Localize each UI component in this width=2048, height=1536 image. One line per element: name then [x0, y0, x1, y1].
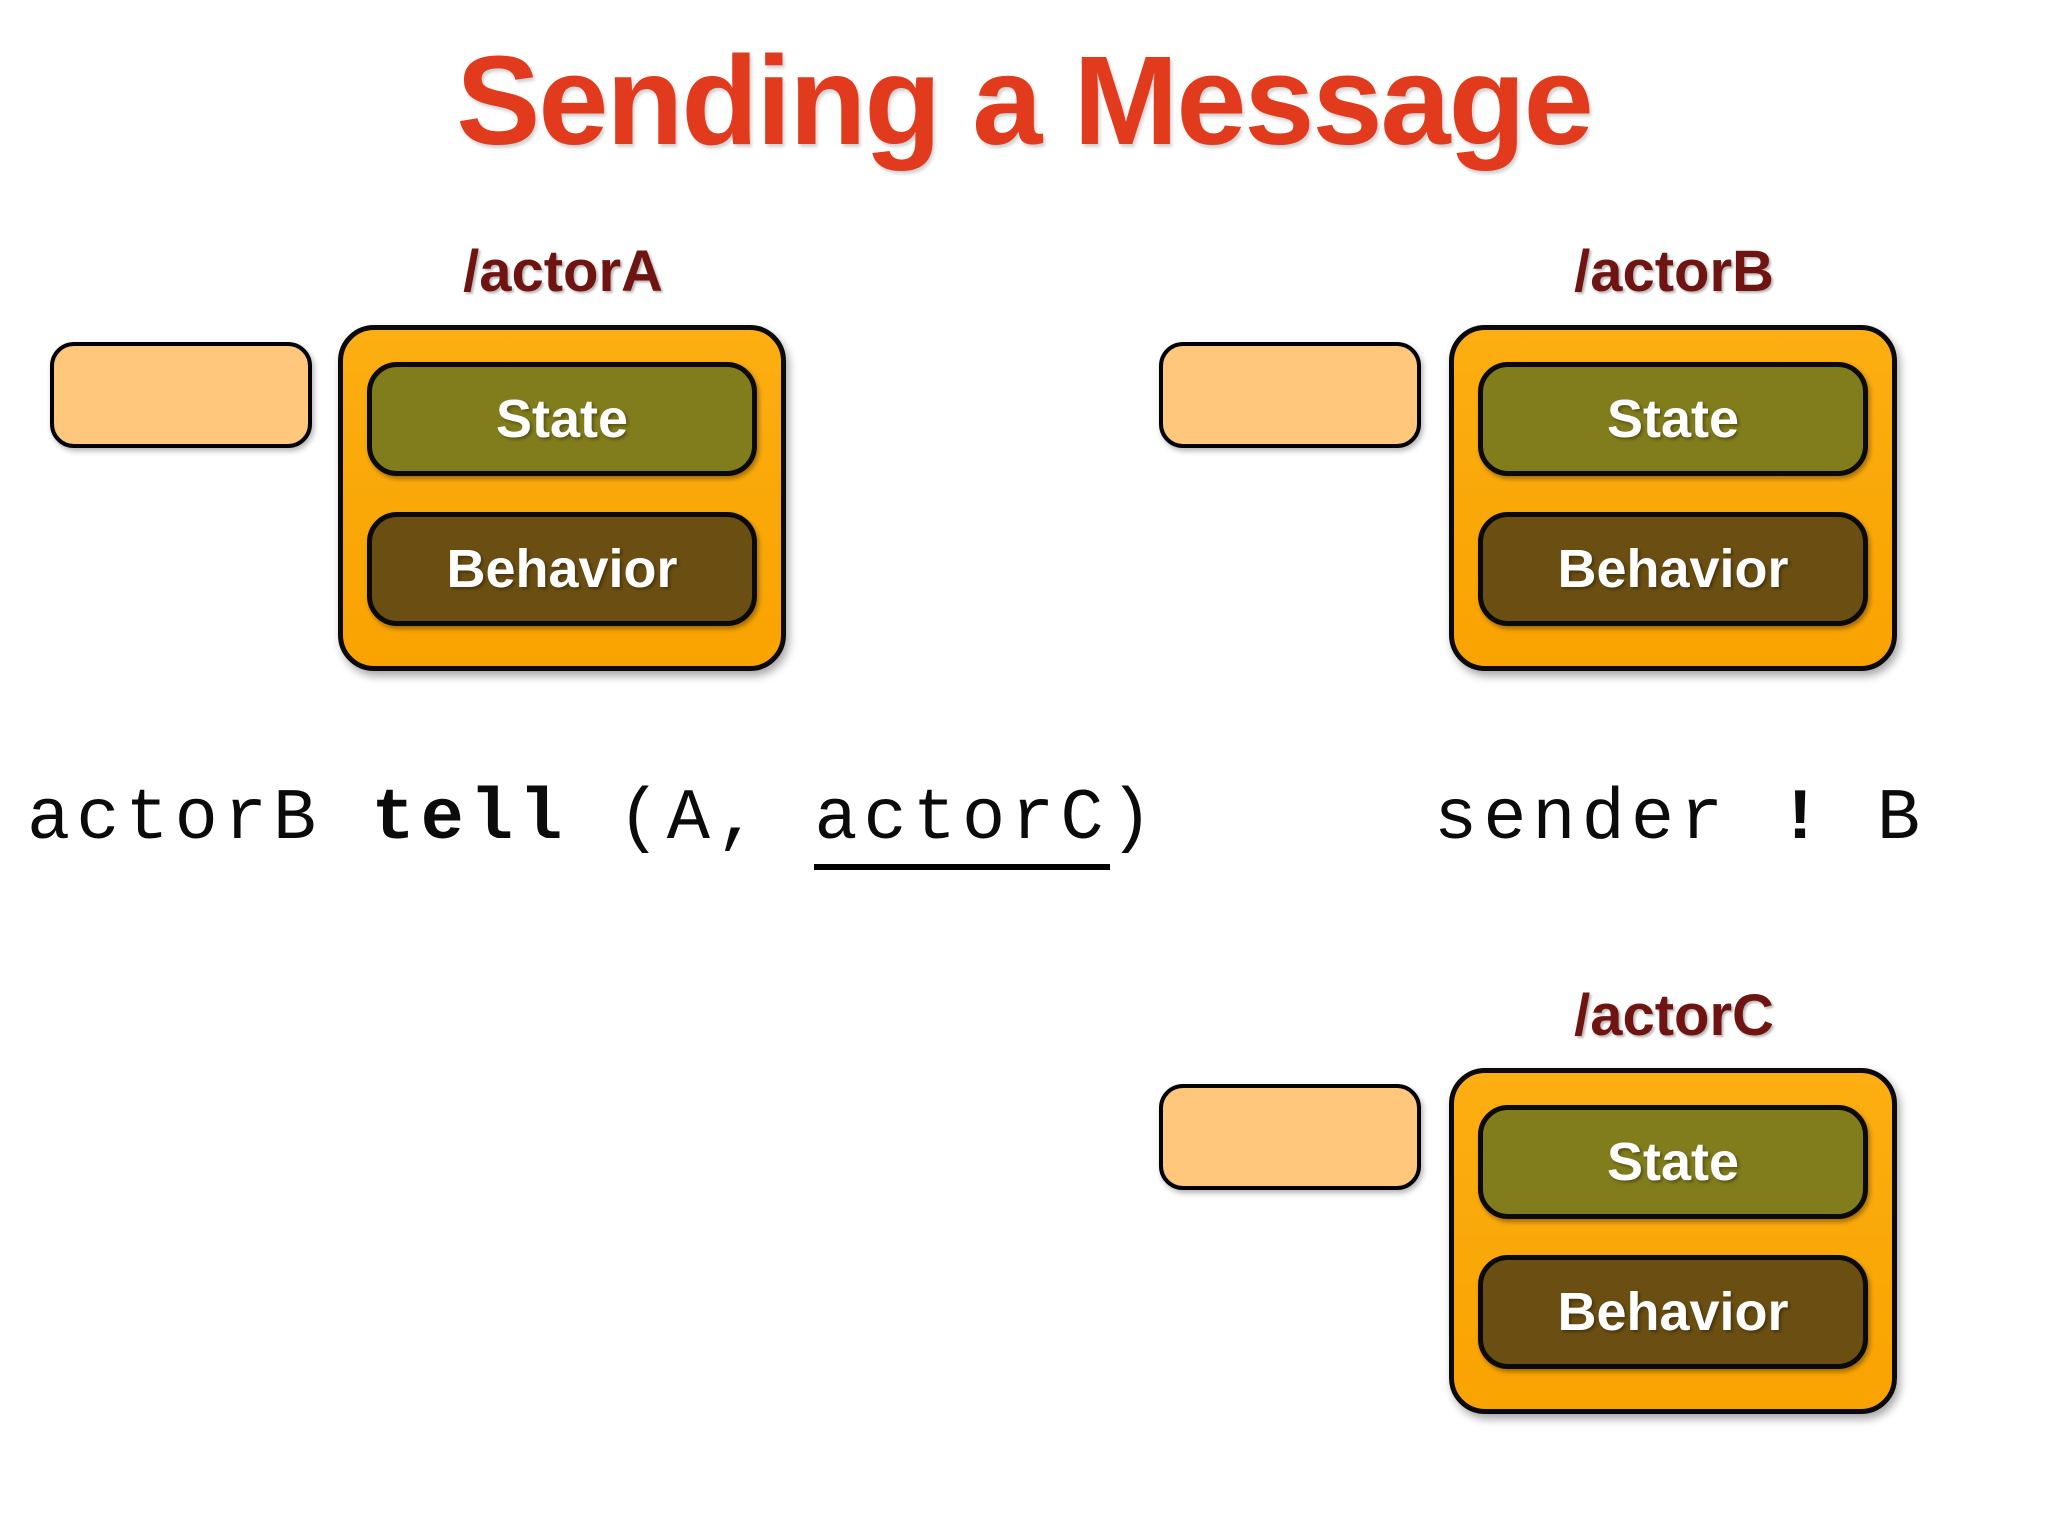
code-args-close-text: ) [1109, 778, 1159, 860]
actor-b-container-box: State Behavior [1449, 325, 1897, 671]
actor-c-label: /actorC [1574, 983, 1774, 1048]
code-statement-bang: sender ! B [1434, 778, 1926, 860]
actor-b-state-box: State [1478, 362, 1868, 476]
slide-title: Sending a Message [456, 30, 1593, 171]
actor-a-mailbox-box [50, 342, 312, 448]
code-tell-keyword: tell [371, 778, 569, 860]
actor-a-state-box: State [367, 362, 757, 476]
actor-c-mailbox-box [1159, 1084, 1421, 1190]
state-label: State [495, 389, 629, 449]
behavior-label: Behavior [1557, 1282, 1789, 1342]
code-args-open-text: (A, [568, 778, 815, 860]
actor-a-label: /actorA [463, 239, 663, 304]
code-actorc-ref: actorC [814, 778, 1110, 870]
actor-a-container-box: State Behavior [338, 325, 786, 671]
code-b-arg-text: B [1827, 778, 1927, 860]
actor-c-container-box: State Behavior [1449, 1068, 1897, 1414]
actor-b-mailbox-box [1159, 342, 1421, 448]
actor-b-label: /actorB [1574, 239, 1774, 304]
state-label: State [1606, 389, 1740, 449]
actor-c-state-box: State [1478, 1105, 1868, 1219]
code-sender-text: sender [1434, 778, 1779, 860]
code-actorb-text: actorB [27, 778, 372, 860]
code-statement-tell: actorB tell (A, actorC) [27, 778, 1159, 870]
state-label: State [1606, 1132, 1740, 1192]
behavior-label: Behavior [446, 539, 678, 599]
code-bang-operator: ! [1778, 778, 1828, 860]
actor-c-behavior-box: Behavior [1478, 1255, 1868, 1369]
actor-a-behavior-box: Behavior [367, 512, 757, 626]
actor-b-behavior-box: Behavior [1478, 512, 1868, 626]
behavior-label: Behavior [1557, 539, 1789, 599]
